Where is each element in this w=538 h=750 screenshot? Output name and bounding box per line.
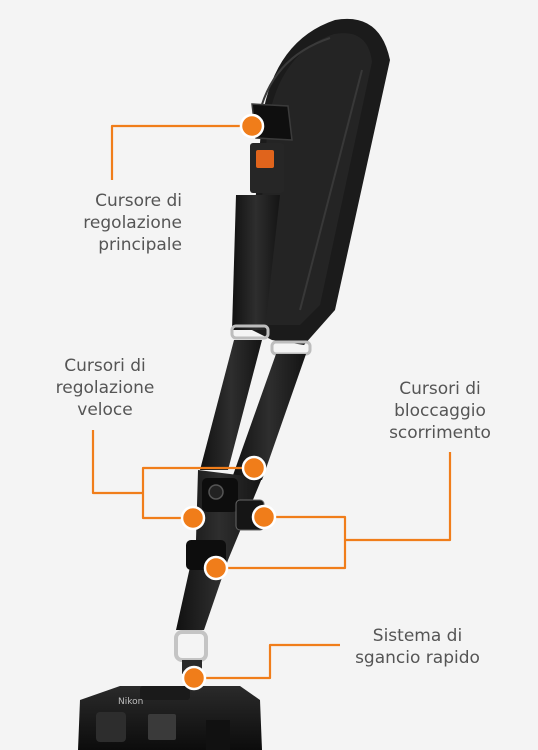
callout-label-quick-adjust: Cursori di regolazione veloce [55,356,155,420]
marker-quick-adjust-upper [241,455,267,481]
marker-quick-adjust-lower [180,505,206,531]
callout-line-quick [91,430,143,495]
callout-label-quick-release: Sistema di sgancio rapido [355,626,480,668]
marker-lock-slider-upper [251,504,277,530]
callout-line-main [110,124,252,180]
camera-brand-text: Nikon [118,697,143,707]
camera-body: Nikon [78,686,262,750]
callout-line-lock [345,452,452,542]
marker-quick-release [181,665,207,691]
brand-logo-icon [256,150,274,168]
callout-markers [180,113,277,691]
callout-label-main-slider: Cursore di regolazione principale [83,191,182,255]
callout-line-release [194,643,340,680]
marker-lock-slider-lower [203,555,229,581]
callout-lines [91,124,452,680]
marker-main-slider [239,113,265,139]
callout-label-lock-sliders: Cursori di bloccaggio scorrimento [389,379,491,443]
callout-bracket-quick [141,466,254,520]
callout-bracket-lock [216,515,347,570]
